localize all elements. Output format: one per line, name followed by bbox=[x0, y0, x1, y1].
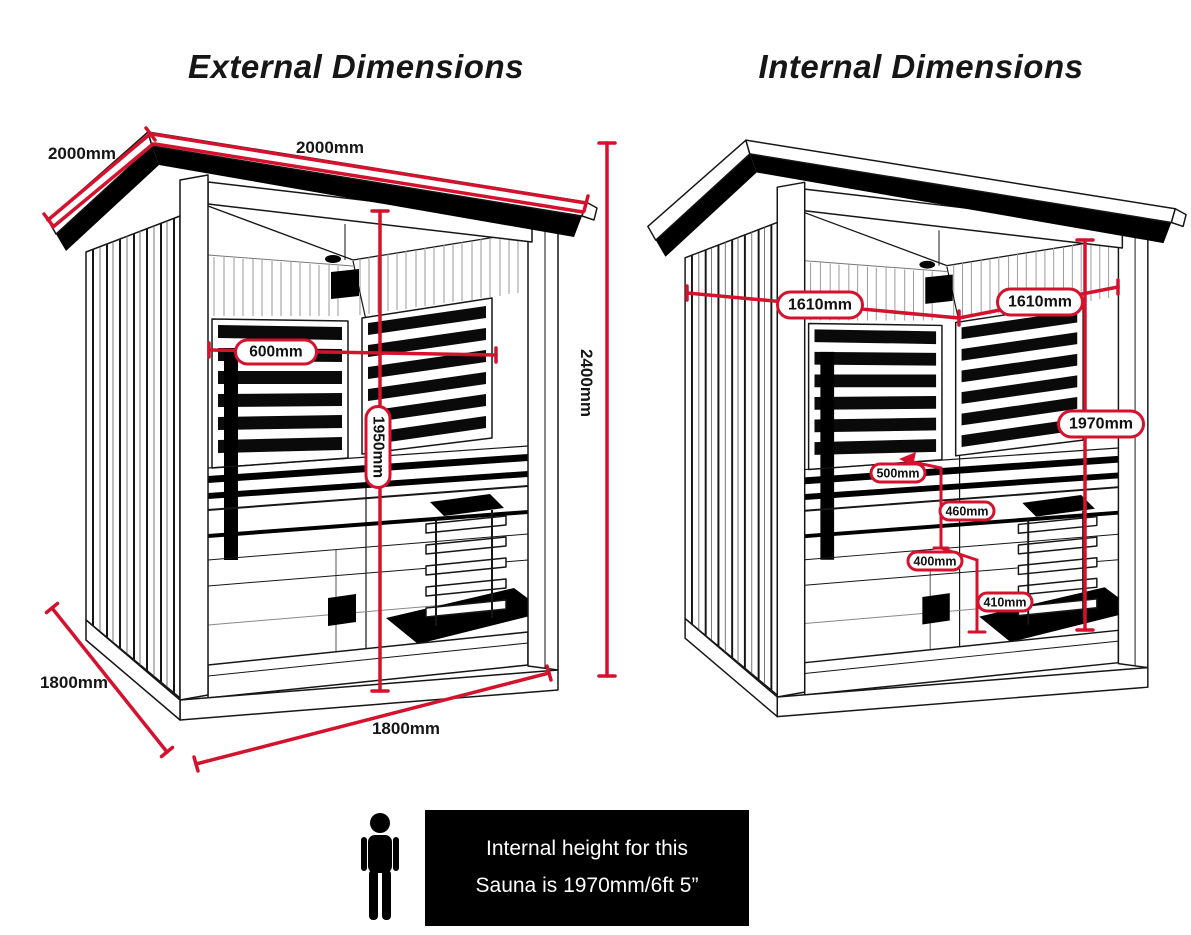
dim-label-roof-front-external: 2000mm bbox=[295, 138, 365, 157]
sauna-illustration-internal bbox=[646, 139, 1188, 718]
internal-height-banner: Internal height for this Sauna is 1970mm… bbox=[425, 810, 749, 926]
pill-bench-seat-height-text: 410mm bbox=[983, 595, 1027, 609]
pill-bench-back-height-internal: 460mm bbox=[938, 500, 996, 522]
external-dimensions-title: External Dimensions bbox=[188, 48, 524, 85]
standing-person-icon bbox=[361, 813, 399, 920]
pill-width-right-text: 1610mm bbox=[1007, 293, 1073, 310]
banner-line-2: Sauna is 1970mm/6ft 5” bbox=[475, 874, 699, 897]
dim-label-overall-height-external: 2400mm bbox=[577, 348, 596, 418]
pill-bench-seat-depth-internal: 400mm bbox=[906, 550, 964, 572]
pill-panel-width-external: 600mm bbox=[234, 338, 318, 366]
pill-width-left-text: 1610mm bbox=[787, 296, 853, 313]
pill-internal-height-text: 1970mm bbox=[1068, 415, 1134, 432]
banner-line-1: Internal height for this bbox=[486, 837, 688, 861]
pill-width-left-internal: 1610mm bbox=[776, 290, 864, 320]
dim-line-overall-height-external bbox=[597, 141, 617, 678]
pill-panel-width-text: 600mm bbox=[249, 343, 303, 360]
sauna-illustration-external bbox=[47, 131, 598, 721]
pill-glass-height-text: 1950mm bbox=[370, 415, 387, 479]
dim-label-roof-side-external: 2000mm bbox=[47, 144, 117, 163]
internal-dimensions-title: Internal Dimensions bbox=[758, 48, 1084, 85]
pill-bench-top-depth-text: 500mm bbox=[876, 466, 920, 480]
pill-bench-seat-height-internal: 410mm bbox=[976, 591, 1034, 613]
pill-bench-seat-depth-text: 400mm bbox=[913, 554, 957, 568]
pill-width-right-internal: 1610mm bbox=[996, 287, 1084, 317]
pill-internal-height-internal: 1970mm bbox=[1057, 409, 1145, 439]
dim-label-base-front-external: 1800mm bbox=[371, 719, 441, 738]
dim-label-base-side-external: 1800mm bbox=[39, 673, 109, 692]
pill-bench-top-depth-internal: 500mm bbox=[869, 462, 927, 484]
pill-glass-height-external: 1950mm bbox=[364, 405, 392, 489]
pill-bench-back-height-text: 460mm bbox=[945, 504, 989, 518]
